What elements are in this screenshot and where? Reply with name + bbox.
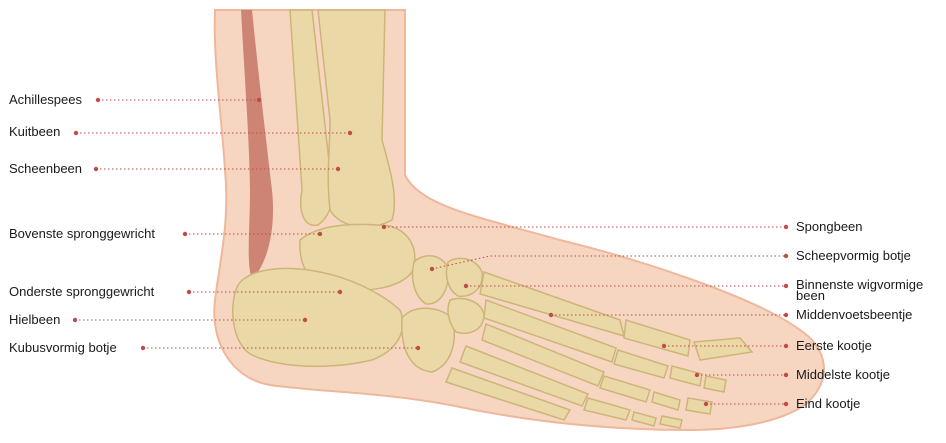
leader-eind-dot-end <box>784 402 788 406</box>
leader-scheenbeen-dot-end <box>336 167 340 171</box>
leader-scheepvormig-dot-start <box>430 267 434 271</box>
leader-binnenste-dot-start <box>464 284 468 288</box>
leader-middelste-dot-end <box>784 373 788 377</box>
leader-middelste-dot-start <box>695 373 699 377</box>
label-kuitbeen: Kuitbeen <box>9 125 60 139</box>
leader-spongbeen-dot-start <box>382 225 386 229</box>
leader-middenvoets-dot-start <box>549 313 553 317</box>
leader-middenvoets-dot-end <box>784 313 788 317</box>
leader-bovenste-dot-start <box>183 232 187 236</box>
label-spongbeen: Spongbeen <box>796 220 863 234</box>
leader-binnenste-dot-end <box>784 284 788 288</box>
leader-eerste-dot-start <box>662 344 666 348</box>
label-eind-kootje: Eind kootje <box>796 397 860 411</box>
label-middelste-kootje: Middelste kootje <box>796 368 890 382</box>
leader-eind-dot-start <box>704 402 708 406</box>
leader-achillespees-dot-start <box>96 98 100 102</box>
label-kubusvormig-botje: Kubusvormig botje <box>9 341 117 355</box>
leader-onderste-dot-start <box>187 290 191 294</box>
leader-eerste-dot-end <box>784 344 788 348</box>
leader-bovenste-dot-end <box>318 232 322 236</box>
label-achillespees: Achillespees <box>9 93 82 107</box>
leader-kubusvormig-dot-start <box>141 346 145 350</box>
leader-kuitbeen-dot-end <box>348 131 352 135</box>
tibia-bone <box>318 10 394 227</box>
label-scheepvormig-botje: Scheepvormig botje <box>796 249 911 263</box>
label-eerste-kootje: Eerste kootje <box>796 339 872 353</box>
leader-kuitbeen-dot-start <box>74 131 78 135</box>
leader-achillespees-dot-end <box>257 98 261 102</box>
label-scheenbeen: Scheenbeen <box>9 162 82 176</box>
leader-kubusvormig-dot-end <box>416 346 420 350</box>
leader-hielbeen-dot-start <box>73 318 77 322</box>
label-hielbeen: Hielbeen <box>9 313 60 327</box>
leader-scheenbeen-dot-start <box>94 167 98 171</box>
leader-spongbeen-dot-end <box>784 225 788 229</box>
leader-scheepvormig-dot-end <box>784 254 788 258</box>
label-onderste-spronggewricht: Onderste spronggewricht <box>9 285 154 299</box>
label-middenvoetsbeentje: Middenvoetsbeentje <box>796 308 912 322</box>
label-bovenste-spronggewricht: Bovenste spronggewricht <box>9 227 155 241</box>
leader-hielbeen-dot-end <box>303 318 307 322</box>
label-binnenste-wigvormige-been: Binnenste wigvormige been <box>796 279 944 301</box>
leader-onderste-dot-end <box>338 290 342 294</box>
